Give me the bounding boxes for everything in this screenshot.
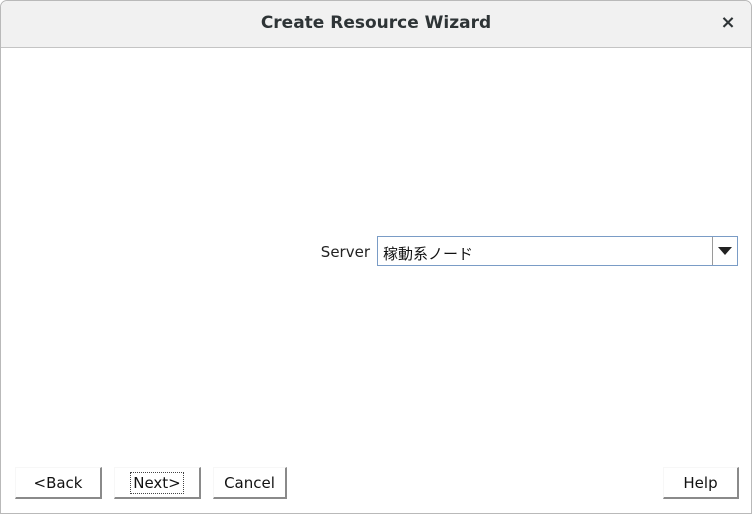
next-button[interactable]: Next> <box>114 467 201 499</box>
cancel-button[interactable]: Cancel <box>213 467 287 499</box>
server-dropdown-button[interactable] <box>712 237 737 265</box>
dialog-title: Create Resource Wizard <box>260 13 492 33</box>
close-icon[interactable]: × <box>720 12 736 33</box>
server-select[interactable]: 稼動系ノード <box>377 236 738 266</box>
back-button[interactable]: <Back <box>15 467 102 499</box>
server-label: Server <box>320 243 370 261</box>
next-button-label: Next> <box>130 472 184 494</box>
help-button[interactable]: Help <box>663 467 739 499</box>
server-select-value[interactable]: 稼動系ノード <box>383 245 474 263</box>
titlebar: Create Resource Wizard × <box>1 1 751 48</box>
chevron-down-icon <box>718 247 732 255</box>
